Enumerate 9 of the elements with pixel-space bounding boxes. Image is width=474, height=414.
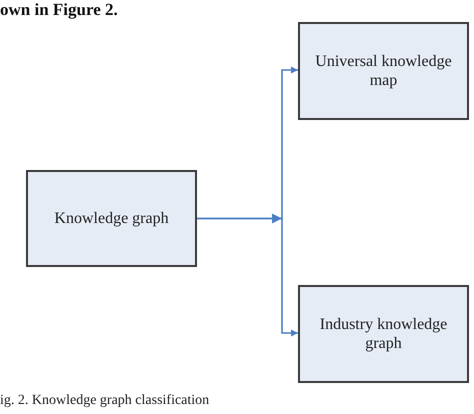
connector-arrow bbox=[197, 218, 298, 336]
body-text: own in Figure 2. bbox=[0, 0, 118, 20]
figure-caption: ig. 2. Knowledge graph classification bbox=[0, 393, 210, 409]
box-label: Industry knowledge graph bbox=[318, 314, 448, 354]
process-box bbox=[298, 285, 469, 383]
process-box bbox=[298, 22, 469, 120]
process-box bbox=[26, 170, 197, 267]
box-label: Universal knowledge map bbox=[314, 52, 453, 90]
box-label: Knowledge graph bbox=[54, 208, 169, 228]
